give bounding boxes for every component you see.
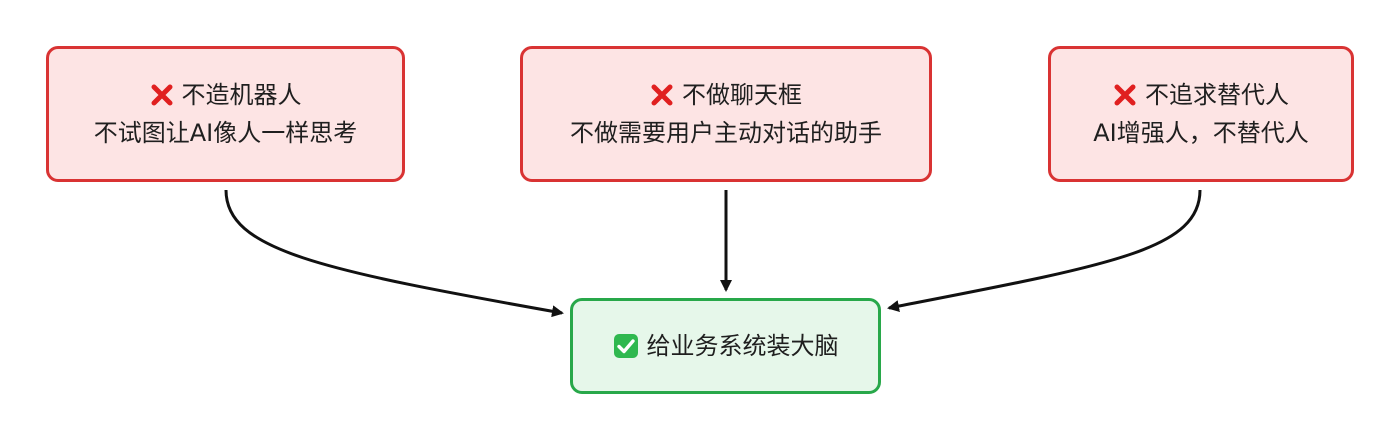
node-no-robot: 不造机器人 不试图让AI像人一样思考 [46, 46, 405, 182]
node-no-robot-title: 不造机器人 [181, 81, 302, 109]
node-no-robot-title-row: 不造机器人 [150, 76, 302, 114]
node-no-replace-subtitle: AI增强人，不替代人 [1093, 119, 1309, 147]
node-no-replace-title: 不追求替代人 [1145, 81, 1289, 109]
node-goal-title-row: 给业务系统装大脑 [613, 327, 839, 365]
node-no-chatbox-title: 不做聊天框 [682, 81, 802, 109]
node-no-replace-title-row: 不追求替代人 [1113, 76, 1289, 114]
node-no-robot-subtitle: 不试图让AI像人一样思考 [93, 119, 358, 147]
node-no-chatbox: 不做聊天框 不做需要用户主动对话的助手 [520, 46, 932, 182]
node-no-chatbox-subtitle: 不做需要用户主动对话的助手 [570, 119, 882, 147]
node-no-replace: 不追求替代人 AI增强人，不替代人 [1048, 46, 1354, 182]
edge-no-replace-to-goal [887, 189, 1202, 312]
node-goal-title: 给业务系统装大脑 [646, 332, 839, 360]
cross-mark-icon [651, 84, 673, 106]
cross-mark-icon [151, 84, 172, 106]
node-no-chatbox-title-row: 不做聊天框 [650, 76, 802, 114]
edge-no-robot-to-goal [224, 189, 564, 318]
node-goal: 给业务系统装大脑 [570, 298, 881, 394]
cross-mark-icon [1114, 84, 1136, 106]
check-mark-button-icon [613, 334, 638, 358]
